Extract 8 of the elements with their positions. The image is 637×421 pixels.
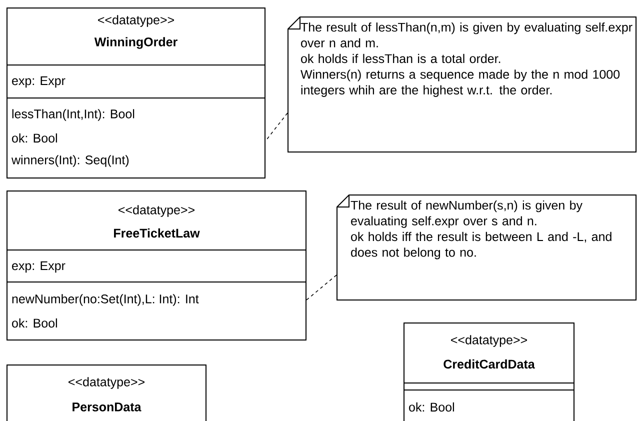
class-box: <<datatype>> WinningOrder exp: Expr lessThan(Int,Int): Bool ok: Bool winners(Int): Seq(Int) — [6, 8, 266, 178]
note-box: The result of lessThan(n,m) is given by evaluating self.expr over n and m. ok holds if lessThan is a total order. Winners(n) returns a sequence made by the n mod 1000 integers whih are the highest w.r.t. the order. — [288, 16, 636, 152]
class-box: <<datatype>> CreditCardData ok: Bool — [404, 322, 574, 421]
note-box: The result of newNumber(s,n) is given by evaluating self.expr over s and n. ok holds iff the result is between L and -L, and does not belong to no. — [336, 194, 636, 300]
class-box: <<datatype>> FreeTicketLaw exp: Expr newNumber(no:Set(Int),L: Int): Int ok: Bool — [6, 190, 306, 340]
connector-line — [265, 112, 288, 142]
class-box: <<datatype>> PersonData — [6, 364, 206, 421]
connector-line — [306, 274, 337, 300]
